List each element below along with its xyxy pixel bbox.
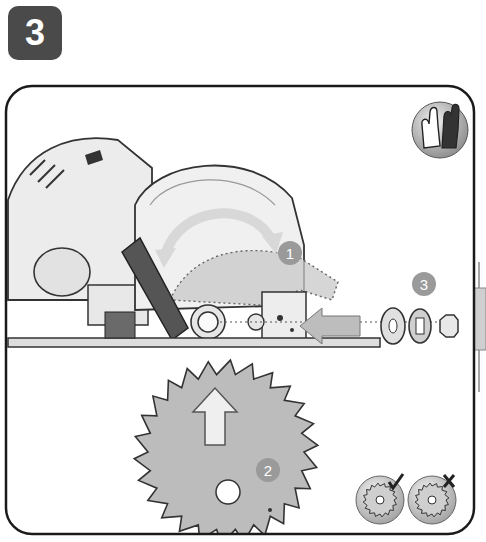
cross-mark bbox=[444, 475, 454, 487]
vent-slots bbox=[30, 160, 64, 188]
callout-number: 2 bbox=[256, 458, 280, 482]
insert-arrow bbox=[300, 308, 360, 344]
spindle bbox=[198, 312, 218, 332]
callout-circle bbox=[278, 241, 302, 265]
step-badge: 3 bbox=[8, 6, 62, 60]
callout-circle bbox=[256, 458, 280, 482]
outer-washer bbox=[381, 308, 405, 344]
front-block bbox=[262, 292, 306, 340]
saw-blade bbox=[134, 360, 318, 534]
spindle-flange bbox=[191, 305, 225, 339]
check-mark bbox=[389, 474, 403, 488]
lower-guard-swung bbox=[170, 251, 338, 305]
page-tab bbox=[474, 288, 486, 350]
gloves-icon bbox=[412, 102, 468, 158]
rotate-arrow-head bbox=[155, 248, 176, 268]
rotate-arrow bbox=[165, 213, 272, 255]
depth-clamp bbox=[105, 312, 135, 338]
motor-cap bbox=[34, 248, 90, 296]
base-plate bbox=[8, 338, 380, 347]
blade-bolt bbox=[440, 315, 458, 337]
callout-number: 1 bbox=[278, 241, 302, 265]
motor-housing bbox=[8, 138, 152, 300]
step-frame bbox=[6, 86, 474, 534]
step-number: 3 bbox=[25, 12, 45, 54]
wrong-icon bbox=[408, 476, 456, 524]
up-arrow bbox=[193, 388, 237, 445]
flange-washer bbox=[409, 309, 431, 343]
callout-circle bbox=[412, 272, 436, 296]
guard-rib bbox=[150, 180, 275, 205]
callout-number: 3 bbox=[412, 272, 436, 296]
switch-mark bbox=[85, 150, 103, 165]
